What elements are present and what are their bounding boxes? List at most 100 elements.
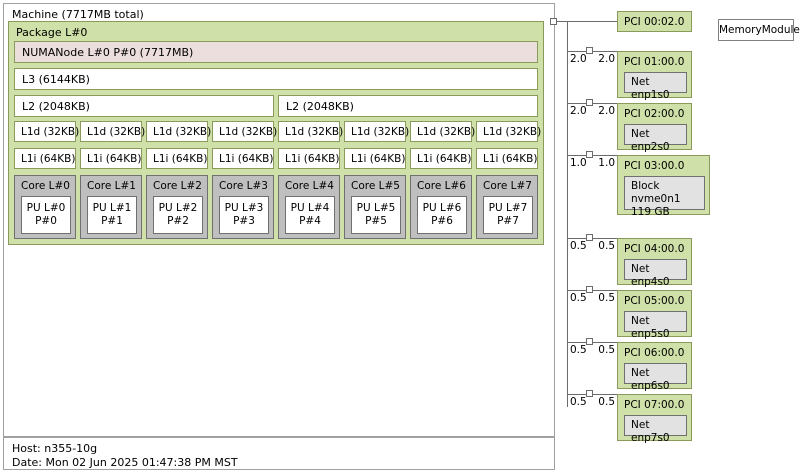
pci-label-1: PCI 01:00.0: [624, 56, 685, 68]
cache-l1d-box-7: L1d (32KB): [476, 121, 542, 142]
pu-box-3: PU L#3 P#3: [219, 196, 269, 234]
osdev-net-5[interactable]: Net enp5s0: [624, 311, 687, 340]
core-label-1: Core L#1: [87, 180, 136, 192]
tree-handle-4[interactable]: [586, 234, 593, 241]
core-box-5: Core L#5 PU L#5 P#5: [344, 175, 406, 239]
pci-box-0[interactable]: PCI 00:02.0: [617, 11, 692, 32]
pci-label-6: PCI 06:00.0: [624, 347, 685, 359]
pu-box-5: PU L#5 P#5: [351, 196, 401, 234]
pci-box-1[interactable]: PCI 01:00.0 Net enp1s0: [617, 51, 692, 101]
bandwidth-left-5: 0.5: [570, 292, 587, 304]
bandwidth-left-3: 1.0: [570, 157, 587, 169]
pu-box-2: PU L#2 P#2: [153, 196, 203, 234]
bandwidth-left-7: 0.5: [570, 396, 587, 408]
bandwidth-left-2: 2.0: [570, 105, 587, 117]
osdev-net-2[interactable]: Net enp2s0: [624, 124, 687, 153]
cache-l1i-box-4: L1i (64KB): [278, 148, 340, 169]
pu-box-7: PU L#7 P#7: [483, 196, 533, 234]
pu-box-0: PU L#0 P#0: [21, 196, 71, 234]
pci-box-3[interactable]: PCI 03:00.0 Block nvme0n1 119 GB: [617, 155, 710, 218]
cache-l1d-label-0: L1d (32KB): [21, 126, 80, 138]
pci-box-6[interactable]: PCI 06:00.0 Net enp6s0: [617, 342, 692, 392]
osdev-net-6[interactable]: Net enp6s0: [624, 363, 687, 392]
core-label-4: Core L#4: [285, 180, 334, 192]
cache-l1i-label-6: L1i (64KB): [417, 153, 472, 165]
pci-box-4[interactable]: PCI 04:00.0 Net enp4s0: [617, 238, 692, 288]
legend-host-label: Host: n355-10g: [12, 442, 98, 455]
bandwidth-right-4: 0.5: [598, 240, 615, 252]
tree-handle-5[interactable]: [586, 286, 593, 293]
cache-l3-box: L3 (6144KB): [14, 68, 538, 90]
pci-label-3: PCI 03:00.0: [624, 160, 685, 172]
numanode-label: NUMANode L#0 P#0 (7717MB): [22, 46, 194, 59]
core-box-3: Core L#3 PU L#3 P#3: [212, 175, 274, 239]
osdev-net-7[interactable]: Net enp7s0: [624, 415, 687, 444]
cache-l1d-label-3: L1d (32KB): [219, 126, 278, 138]
cache-l1i-label-2: L1i (64KB): [153, 153, 208, 165]
core-label-3: Core L#3: [219, 180, 268, 192]
bandwidth-right-2: 2.0: [598, 105, 615, 117]
core-box-6: Core L#6 PU L#6 P#6: [410, 175, 472, 239]
pci-label-5: PCI 05:00.0: [624, 295, 685, 307]
tree-handle-1[interactable]: [586, 47, 593, 54]
pci-box-7[interactable]: PCI 07:00.0 Net enp7s0: [617, 394, 692, 444]
bandwidth-right-6: 0.5: [598, 344, 615, 356]
cache-l2-box-0: L2 (2048KB): [14, 95, 274, 117]
cache-l1d-box-3: L1d (32KB): [212, 121, 278, 142]
core-label-2: Core L#2: [153, 180, 202, 192]
tree-handle-7[interactable]: [586, 390, 593, 397]
pci-label-7: PCI 07:00.0: [624, 399, 685, 411]
cache-l1i-box-2: L1i (64KB): [146, 148, 208, 169]
bandwidth-right-5: 0.5: [598, 292, 615, 304]
cache-l1i-label-0: L1i (64KB): [21, 153, 76, 165]
cache-l1d-label-4: L1d (32KB): [285, 126, 344, 138]
cache-l1d-box-6: L1d (32KB): [410, 121, 475, 142]
osdev-block-3[interactable]: Block nvme0n1 119 GB: [624, 176, 705, 218]
legend-date-label: Date: Mon 02 Jun 2025 01:47:38 PM MST: [12, 456, 238, 469]
pci-label-0: PCI 00:02.0: [624, 16, 685, 28]
core-box-4: Core L#4 PU L#4 P#4: [278, 175, 340, 239]
bandwidth-left-6: 0.5: [570, 344, 587, 356]
pu-box-6: PU L#6 P#6: [417, 196, 467, 234]
tree-root-handle[interactable]: [550, 18, 557, 25]
core-box-1: Core L#1 PU L#1 P#1: [80, 175, 142, 239]
pci-box-2[interactable]: PCI 02:00.0 Net enp2s0: [617, 103, 692, 153]
osdev-net-1[interactable]: Net enp1s0: [624, 72, 687, 101]
cache-l1d-label-7: L1d (32KB): [483, 126, 542, 138]
bandwidth-right-3: 1.0: [598, 157, 615, 169]
bandwidth-left-1: 2.0: [570, 53, 587, 65]
core-label-5: Core L#5: [351, 180, 400, 192]
tree-handle-2[interactable]: [586, 99, 593, 106]
cache-l1i-label-4: L1i (64KB): [285, 153, 340, 165]
pci-box-5[interactable]: PCI 05:00.0 Net enp5s0: [617, 290, 692, 340]
tree-handle-6[interactable]: [586, 338, 593, 345]
package-label: Package L#0: [16, 26, 88, 39]
core-label-7: Core L#7: [483, 180, 532, 192]
cache-l3-label: L3 (6144KB): [22, 73, 90, 86]
osdev-net-4[interactable]: Net enp4s0: [624, 259, 687, 288]
tree-handle-3[interactable]: [586, 151, 593, 158]
core-label-6: Core L#6: [417, 180, 466, 192]
core-box-0: Core L#0 PU L#0 P#0: [14, 175, 76, 239]
cache-l1i-label-1: L1i (64KB): [87, 153, 142, 165]
cache-l1i-box-5: L1i (64KB): [344, 148, 406, 169]
memory-module-box: MemoryModule: [718, 19, 800, 41]
tree-root-stub: [557, 21, 567, 22]
cache-l1d-label-5: L1d (32KB): [351, 126, 410, 138]
cache-l1d-label-2: L1d (32KB): [153, 126, 212, 138]
cache-l1i-box-0: L1i (64KB): [14, 148, 76, 169]
cache-l1d-label-1: L1d (32KB): [87, 126, 146, 138]
cache-l1d-box-5: L1d (32KB): [344, 121, 410, 142]
cache-l1i-box-6: L1i (64KB): [410, 148, 472, 169]
tree-branch-0: [567, 21, 617, 22]
cache-l1i-box-7: L1i (64KB): [476, 148, 538, 169]
pu-box-1: PU L#1 P#1: [87, 196, 137, 234]
cache-l1i-label-7: L1i (64KB): [483, 153, 538, 165]
cache-l1d-box-1: L1d (32KB): [80, 121, 146, 142]
pci-label-4: PCI 04:00.0: [624, 243, 685, 255]
cache-l1i-label-5: L1i (64KB): [351, 153, 406, 165]
machine-label: Machine (7717MB total): [12, 8, 144, 21]
pu-box-4: PU L#4 P#4: [285, 196, 335, 234]
pci-label-2: PCI 02:00.0: [624, 108, 685, 120]
